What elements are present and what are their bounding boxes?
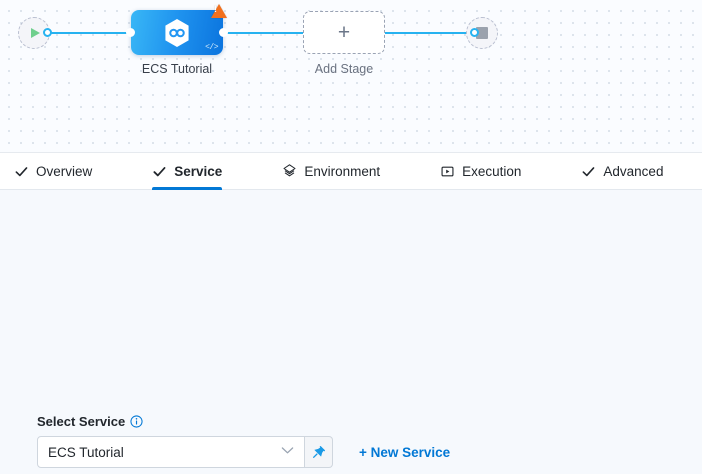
stage-tabs: Overview Service Environment [0, 152, 702, 190]
pipeline-canvas[interactable]: ! </> ECS Tutorial + Add Stage [0, 0, 702, 152]
stage-output-port[interactable] [219, 28, 228, 37]
tab-advanced[interactable]: Advanced [581, 153, 687, 189]
service-hexagon-icon [165, 18, 189, 47]
service-tab-panel: Select Service ECS Tutorial [0, 190, 702, 474]
info-icon[interactable] [130, 415, 143, 428]
tab-execution-label: Execution [462, 163, 522, 179]
tab-execution[interactable]: Execution [440, 153, 545, 189]
stage-input-port[interactable] [126, 28, 135, 37]
service-select[interactable]: ECS Tutorial [37, 436, 305, 468]
edge-add-to-end [385, 32, 475, 34]
tab-overview-label: Overview [36, 163, 93, 179]
tab-advanced-label: Advanced [603, 163, 664, 179]
pin-service-button[interactable] [305, 436, 333, 468]
service-select-row: ECS Tutorial + New Service [37, 436, 450, 468]
end-node-port[interactable] [470, 28, 479, 37]
select-service-label-group: Select Service [37, 414, 143, 429]
warning-triangle-icon: ! [211, 4, 227, 18]
stage-node-ecs-tutorial[interactable]: ! </> [131, 4, 227, 55]
new-service-button[interactable]: + New Service [359, 444, 451, 460]
edge-start-to-stage [46, 32, 134, 34]
check-icon [152, 164, 167, 179]
warning-exclamation: ! [214, 4, 217, 14]
layers-icon [282, 164, 297, 179]
tab-overview[interactable]: Overview [14, 153, 116, 189]
add-stage-button[interactable]: + [303, 11, 385, 54]
pin-icon [312, 446, 325, 458]
code-brackets-icon[interactable]: </> [205, 43, 218, 52]
tab-service[interactable]: Service [152, 153, 246, 190]
plus-icon: + [337, 21, 351, 44]
check-icon [581, 164, 596, 179]
select-service-label: Select Service [37, 414, 126, 429]
start-node-port[interactable] [43, 28, 52, 37]
stop-icon [476, 27, 488, 39]
play-box-icon [440, 164, 455, 179]
add-stage-label: Add Stage [314, 62, 374, 76]
chevron-down-icon [281, 446, 294, 458]
tab-environment-label: Environment [304, 163, 381, 179]
service-select-value: ECS Tutorial [48, 444, 124, 460]
edge-stage-to-add [224, 32, 304, 34]
play-icon [31, 28, 40, 38]
tab-environment[interactable]: Environment [282, 153, 404, 189]
check-icon [14, 164, 29, 179]
tab-service-label: Service [174, 163, 223, 179]
stage-node-label: ECS Tutorial [141, 62, 213, 76]
